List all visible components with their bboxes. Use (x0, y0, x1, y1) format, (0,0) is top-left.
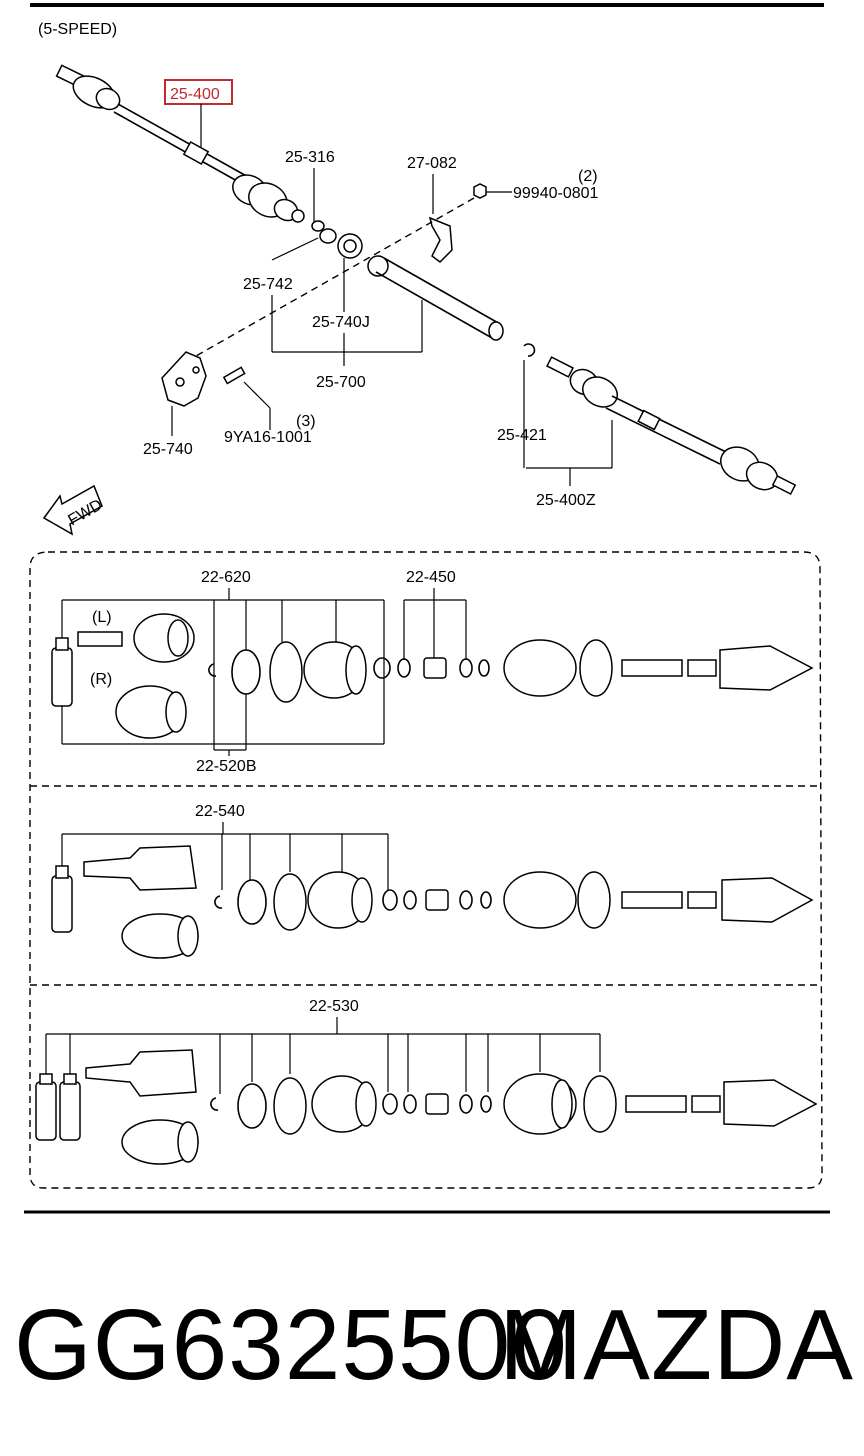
callout-9ya16-1001: 9YA16-1001 (224, 429, 312, 446)
clip-ring (311, 220, 325, 232)
kit-row-1-parts (51, 613, 814, 739)
highlight-box (164, 79, 233, 105)
callout-25-421: 25-421 (497, 427, 547, 444)
left-drive-shaft (55, 64, 305, 223)
bolt (222, 366, 246, 385)
seal-ring (319, 228, 337, 244)
kit-row-3-parts (35, 1049, 818, 1165)
footer: GG6325500 MAZDA (14, 1290, 854, 1410)
callout-99940-0801: 99940-0801 (513, 185, 599, 202)
callout-25-740: 25-740 (143, 441, 193, 458)
fwd-arrow-icon: FWD (42, 484, 105, 536)
callout-27-082: 27-082 (407, 155, 457, 172)
label-left: (L) (92, 609, 112, 626)
callout-25-740j: 25-740J (312, 314, 370, 331)
intermediate-shaft (367, 255, 504, 341)
part-number: GG6325500 (14, 1289, 568, 1401)
callout-25-316: 25-316 (285, 149, 335, 166)
alignment-dash (195, 197, 475, 357)
label-right: (R) (90, 671, 112, 688)
callout-qty-3: (3) (296, 413, 316, 430)
callout-22-530: 22-530 (309, 998, 359, 1015)
nut (473, 183, 487, 199)
callout-25-742: 25-742 (243, 276, 293, 293)
kit-row-2-parts (51, 845, 814, 959)
callout-25-700: 25-700 (316, 374, 366, 391)
callout-22-620: 22-620 (201, 569, 251, 586)
bearing-bracket (161, 351, 207, 407)
callout-22-540: 22-540 (195, 803, 245, 820)
brand-name: MAZDA (499, 1289, 854, 1401)
callout-22-450: 22-450 (406, 569, 456, 586)
right-drive-shaft (546, 356, 797, 496)
diagram-header: (5-SPEED) (38, 21, 117, 38)
callout-qty-2: (2) (578, 168, 598, 185)
exploded-parts-diagram: (5-SPEED) 25-400 25-316 27-082 (2) (24, 3, 830, 1214)
callout-25-400z: 25-400Z (536, 492, 596, 509)
kit-panel-border (29, 551, 823, 1189)
bearing-support-bracket (428, 216, 453, 263)
callout-25-400: 25-400 (170, 86, 220, 103)
circlip (523, 343, 536, 357)
callout-22-520b: 22-520B (196, 758, 257, 775)
